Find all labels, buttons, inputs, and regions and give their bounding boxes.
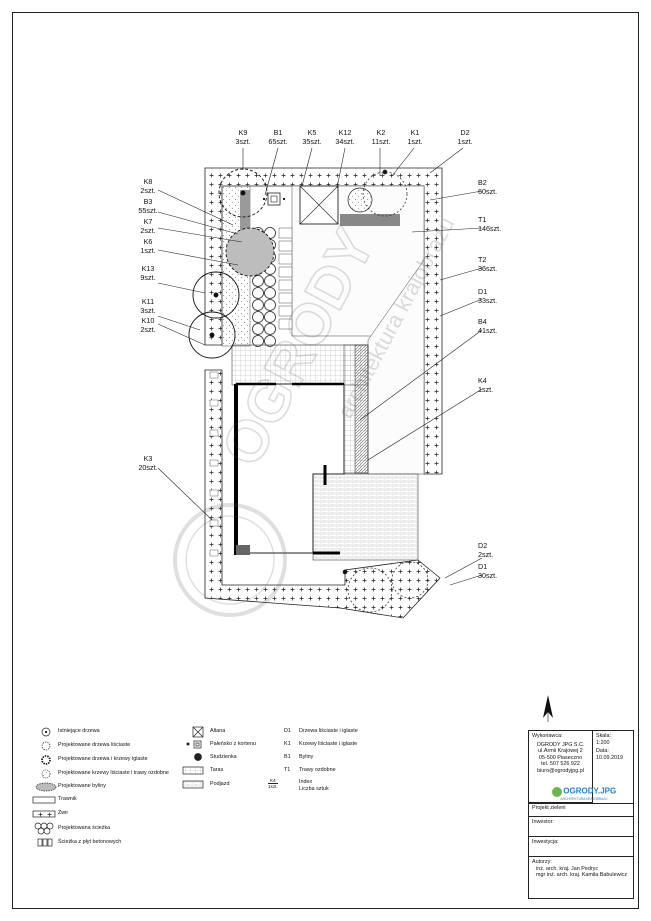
contractor-line: biuro@ogrodyjpg.pl [537, 767, 584, 774]
investment-label: Inwestycja: [532, 839, 559, 845]
investor-cell: Inwestor: [529, 817, 633, 837]
logo-text: OGRODY.JPG [563, 786, 617, 796]
legend-lawn: Trawnik [58, 796, 77, 802]
legend-fire-pit: Pałeńsko z kortenu [210, 741, 256, 747]
side-path-west [209, 371, 219, 557]
legend-code-t1-text: Trawy ozdobne [299, 767, 336, 773]
drawing-frame [12, 12, 639, 909]
fire-pit [263, 192, 285, 206]
legend-code-b1: B1 [284, 754, 291, 760]
shrubs-southeast [342, 561, 429, 613]
scale-value: 1:200 [596, 739, 610, 746]
legend-shrubs-grasses: Projektowane krzewy liściaste i trawy oz… [58, 770, 169, 776]
legend-driveway: Podjazd [210, 781, 230, 787]
project-label: Projekt zieleni [532, 805, 566, 811]
concrete-slab-path [278, 227, 293, 330]
contractor-line: OGRODY JPG S.C. [536, 741, 585, 748]
legend-code-t1: T1 [284, 767, 291, 773]
legend-index-example: K4 1szt. [268, 778, 278, 790]
contractor-cell: Wykonawca: OGRODY JPG S.C. ul.Armii Kraj… [529, 731, 593, 803]
legend-perennials: Projektowane byliny [58, 783, 106, 789]
legend-path: Projektowana ścieżka [58, 825, 111, 831]
shrubs-northeast [347, 169, 408, 217]
legend-count-label: Liczba sztuk [299, 786, 329, 792]
legend-deciduous-trees: Projektowane drzewa liściaste [58, 742, 131, 748]
legend-code-d1: D1 [284, 728, 291, 734]
driveway [312, 473, 419, 561]
legend-arbor: Altana [210, 728, 226, 734]
logo-icon [551, 787, 562, 797]
date-label: Data: [596, 748, 609, 755]
leader-lines [157, 147, 483, 586]
logo-tagline: ARCHITEKTURA KRAJOBRAZU [560, 797, 608, 801]
author-line: mgr inż. arch. kraj. Kamila Babulewicz [536, 872, 628, 879]
legend-conifers: Projektowane drzewa i krzewy iglaste [58, 756, 148, 762]
author-line: inż. arch. kraj. Jan Pedryc [536, 865, 599, 872]
perennial-strip-east [354, 344, 369, 474]
divider [529, 803, 633, 804]
legend-symbols [32, 726, 204, 847]
contractor-line: ul.Armii Krajowej 2 [538, 748, 583, 755]
legend-gravel: Żwir [58, 810, 69, 816]
scale-label: Skala: [596, 733, 611, 739]
legend-code-b1-text: Byliny [299, 754, 314, 760]
legend-code-d1-text: Drzewa liściaste i iglaste [299, 728, 358, 734]
investor-label: Inwestor: [532, 819, 554, 825]
legend-well: Studzienka [210, 754, 237, 760]
north-arrow-icon [543, 695, 553, 722]
project-cell: Projekt zieleni [529, 803, 633, 817]
legend-code-k1: K1 [284, 741, 291, 747]
perennial-strip-north [340, 214, 400, 226]
contractor-line: 05-500 Piaseczno [538, 754, 583, 761]
company-logo: OGRODY.JPG ARCHITEKTURA KRAJOBRAZU [549, 787, 619, 801]
investment-cell: Inwestycja: [529, 837, 633, 857]
contractor-line: tel. 507 526 922 [541, 761, 580, 768]
scale-date-cell: Skala: 1:200 Data: 10.09.2019 [593, 731, 633, 776]
title-block: Wykonawca: OGRODY JPG S.C. ul.Armii Kraj… [528, 730, 634, 899]
contractor-label: Wykonawca: [532, 733, 563, 739]
legend-code-k1-text: Krzewy liściaste i iglaste [299, 741, 358, 747]
arbor [299, 185, 339, 225]
legend-slab-path: Ścieżka z płyt betonowych [58, 839, 122, 845]
authors-label: Autorzy: [532, 859, 552, 865]
authors-cell: Autorzy: inż. arch. kraj. Jan Pedryc mgr… [529, 857, 633, 898]
legend-index-label: Index [299, 779, 313, 785]
date-value: 10.09.2019 [596, 754, 623, 761]
perennial-dark-patch [240, 190, 250, 230]
house-outline [234, 382, 345, 555]
legend-existing-trees: Istniejące drzewa [58, 728, 100, 734]
legend-terrace: Taras [210, 767, 224, 773]
